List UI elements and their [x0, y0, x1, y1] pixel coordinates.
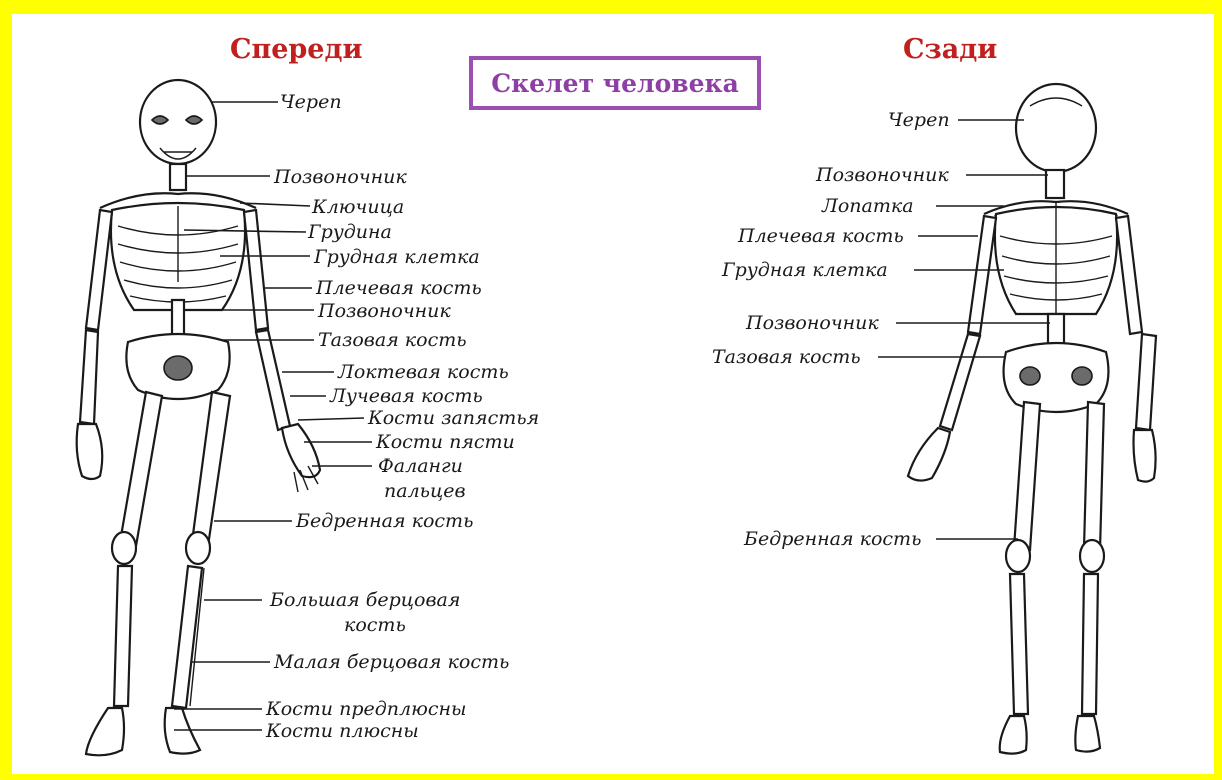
- front-label-spine-lower: Позвоночник: [317, 300, 451, 322]
- back-label-humerus: Плечевая кость: [737, 225, 904, 247]
- front-label-phalanges-2: пальцев: [384, 480, 466, 502]
- front-label-ulna: Локтевая кость: [337, 361, 509, 383]
- front-label-tibia-2: кость: [344, 614, 406, 636]
- front-label-femur: Бедренная кость: [295, 510, 473, 532]
- front-label-sternum: Грудина: [307, 221, 392, 243]
- back-label-spine-upper: Позвоночник: [815, 164, 949, 186]
- front-label-humerus: Плечевая кость: [315, 277, 482, 299]
- back-label-skull: Череп: [888, 109, 950, 131]
- front-label-tibia: Большая берцовая: [269, 589, 460, 611]
- front-label-spine-upper: Позвоночник: [273, 166, 407, 188]
- front-label-carpals: Кости запястья: [367, 407, 539, 429]
- front-label-tarsals: Кости предплюсны: [265, 698, 466, 720]
- front-label-rib-cage: Грудная клетка: [313, 246, 480, 268]
- front-labels: Череп Позвоночник Ключица Грудина Грудна…: [265, 91, 539, 742]
- back-labels: Череп Позвоночник Лопатка Плечевая кость…: [712, 109, 950, 550]
- front-label-pelvis: Тазовая кость: [318, 329, 467, 351]
- back-label-rib-cage: Грудная клетка: [721, 259, 888, 281]
- front-label-metatarsals: Кости плюсны: [265, 720, 419, 742]
- front-label-fibula: Малая берцовая кость: [273, 651, 509, 673]
- front-label-skull: Череп: [280, 91, 342, 113]
- front-label-radius: Лучевая кость: [329, 385, 483, 407]
- back-label-scapula: Лопатка: [821, 195, 914, 217]
- front-label-phalanges: Фаланги: [378, 455, 463, 477]
- front-label-clavicle: Ключица: [311, 196, 404, 218]
- back-label-spine-lower: Позвоночник: [745, 312, 879, 334]
- back-label-pelvis: Тазовая кость: [712, 346, 861, 368]
- back-label-femur: Бедренная кость: [743, 528, 921, 550]
- front-label-metacarpals: Кости пясти: [375, 431, 515, 453]
